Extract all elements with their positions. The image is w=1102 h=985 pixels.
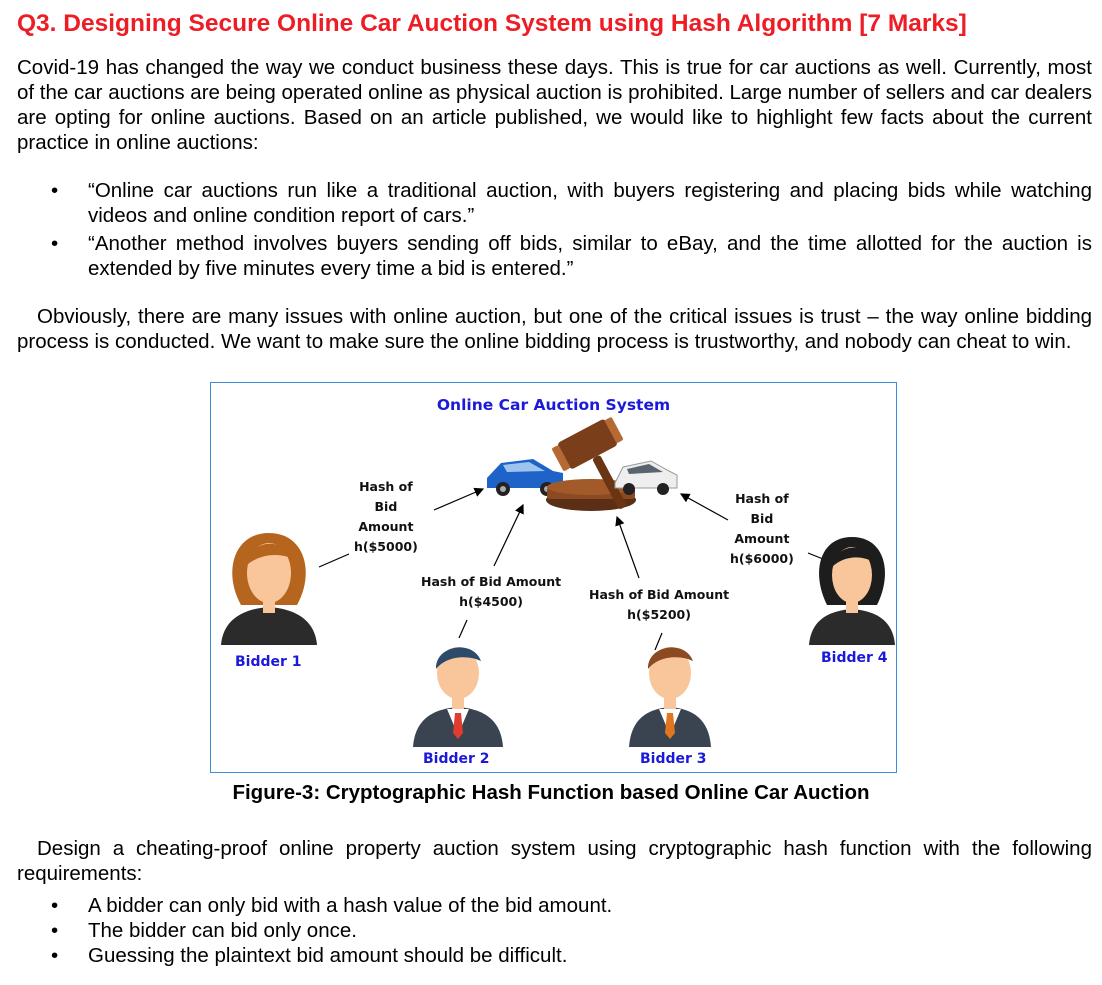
requirement-item: • A bidder can only bid with a hash value… — [17, 893, 1092, 918]
task-paragraph: Design a cheating-proof online property … — [17, 837, 1092, 885]
hash-label-4: Hash of Bid Amount h($6000) — [730, 491, 794, 566]
female-avatar-icon — [809, 537, 895, 645]
bullet-dot: • — [51, 944, 59, 967]
bid2-leader — [458, 619, 468, 639]
bid3-leader — [654, 632, 663, 651]
bullet-dot: • — [51, 919, 59, 942]
question-title: Q3. Designing Secure Online Car Auction … — [17, 10, 967, 37]
white-car-icon — [614, 460, 678, 495]
bullet-dot: • — [51, 232, 59, 255]
figure-caption: Figure-3: Cryptographic Hash Function ba… — [232, 781, 870, 804]
fact-text: “Another method involves buyers sending … — [88, 232, 1092, 280]
facts-list: • “Online car auctions run like a traditi… — [17, 178, 1092, 284]
requirement-item: • The bidder can bid only once. — [17, 918, 1092, 943]
male-avatar-icon — [413, 647, 503, 747]
bidder-4-label: Bidder 4 — [821, 650, 888, 666]
bid2-arrow — [493, 503, 524, 567]
issue-paragraph: Obviously, there are many issues with on… — [17, 305, 1092, 353]
female-avatar-icon — [221, 533, 317, 645]
bullet-dot: • — [51, 894, 59, 917]
bullet-dot: • — [51, 179, 59, 202]
intro-paragraph: Covid-19 has changed the way we conduct … — [17, 56, 1092, 154]
hash-label-2: Hash of Bid Amount h($4500) — [421, 574, 562, 609]
requirement-text: A bidder can only bid with a hash value … — [88, 894, 613, 917]
bid4-arrow — [679, 493, 729, 521]
fact-text: “Online car auctions run like a traditio… — [88, 179, 1092, 227]
bid1-leader — [318, 553, 350, 568]
fact-item: • “Online car auctions run like a traditi… — [17, 178, 1092, 228]
bid3-arrow — [615, 515, 640, 579]
fact-item: • “Another method involves buyers sending… — [17, 231, 1092, 281]
requirement-text: The bidder can bid only once. — [88, 919, 357, 942]
bidder-3-label: Bidder 3 — [640, 751, 707, 767]
bidder-1-label: Bidder 1 — [235, 654, 302, 670]
bidder-2-label: Bidder 2 — [423, 751, 490, 767]
requirement-item: • Guessing the plaintext bid amount shoul… — [17, 943, 1092, 968]
requirement-text: Guessing the plaintext bid amount should… — [88, 944, 568, 967]
auction-figure: Online Car Auction System — [210, 382, 897, 773]
figure-title: Online Car Auction System — [436, 396, 671, 414]
bid1-arrow — [433, 487, 485, 511]
male-avatar-icon — [629, 647, 711, 747]
gavel-icon — [546, 417, 636, 511]
figure-drawing — [221, 417, 895, 747]
hash-label-1: Hash of Bid Amount h($5000) — [354, 479, 418, 554]
requirements-list: • A bidder can only bid with a hash value… — [17, 893, 1092, 968]
hash-label-3: Hash of Bid Amount h($5200) — [589, 587, 730, 622]
